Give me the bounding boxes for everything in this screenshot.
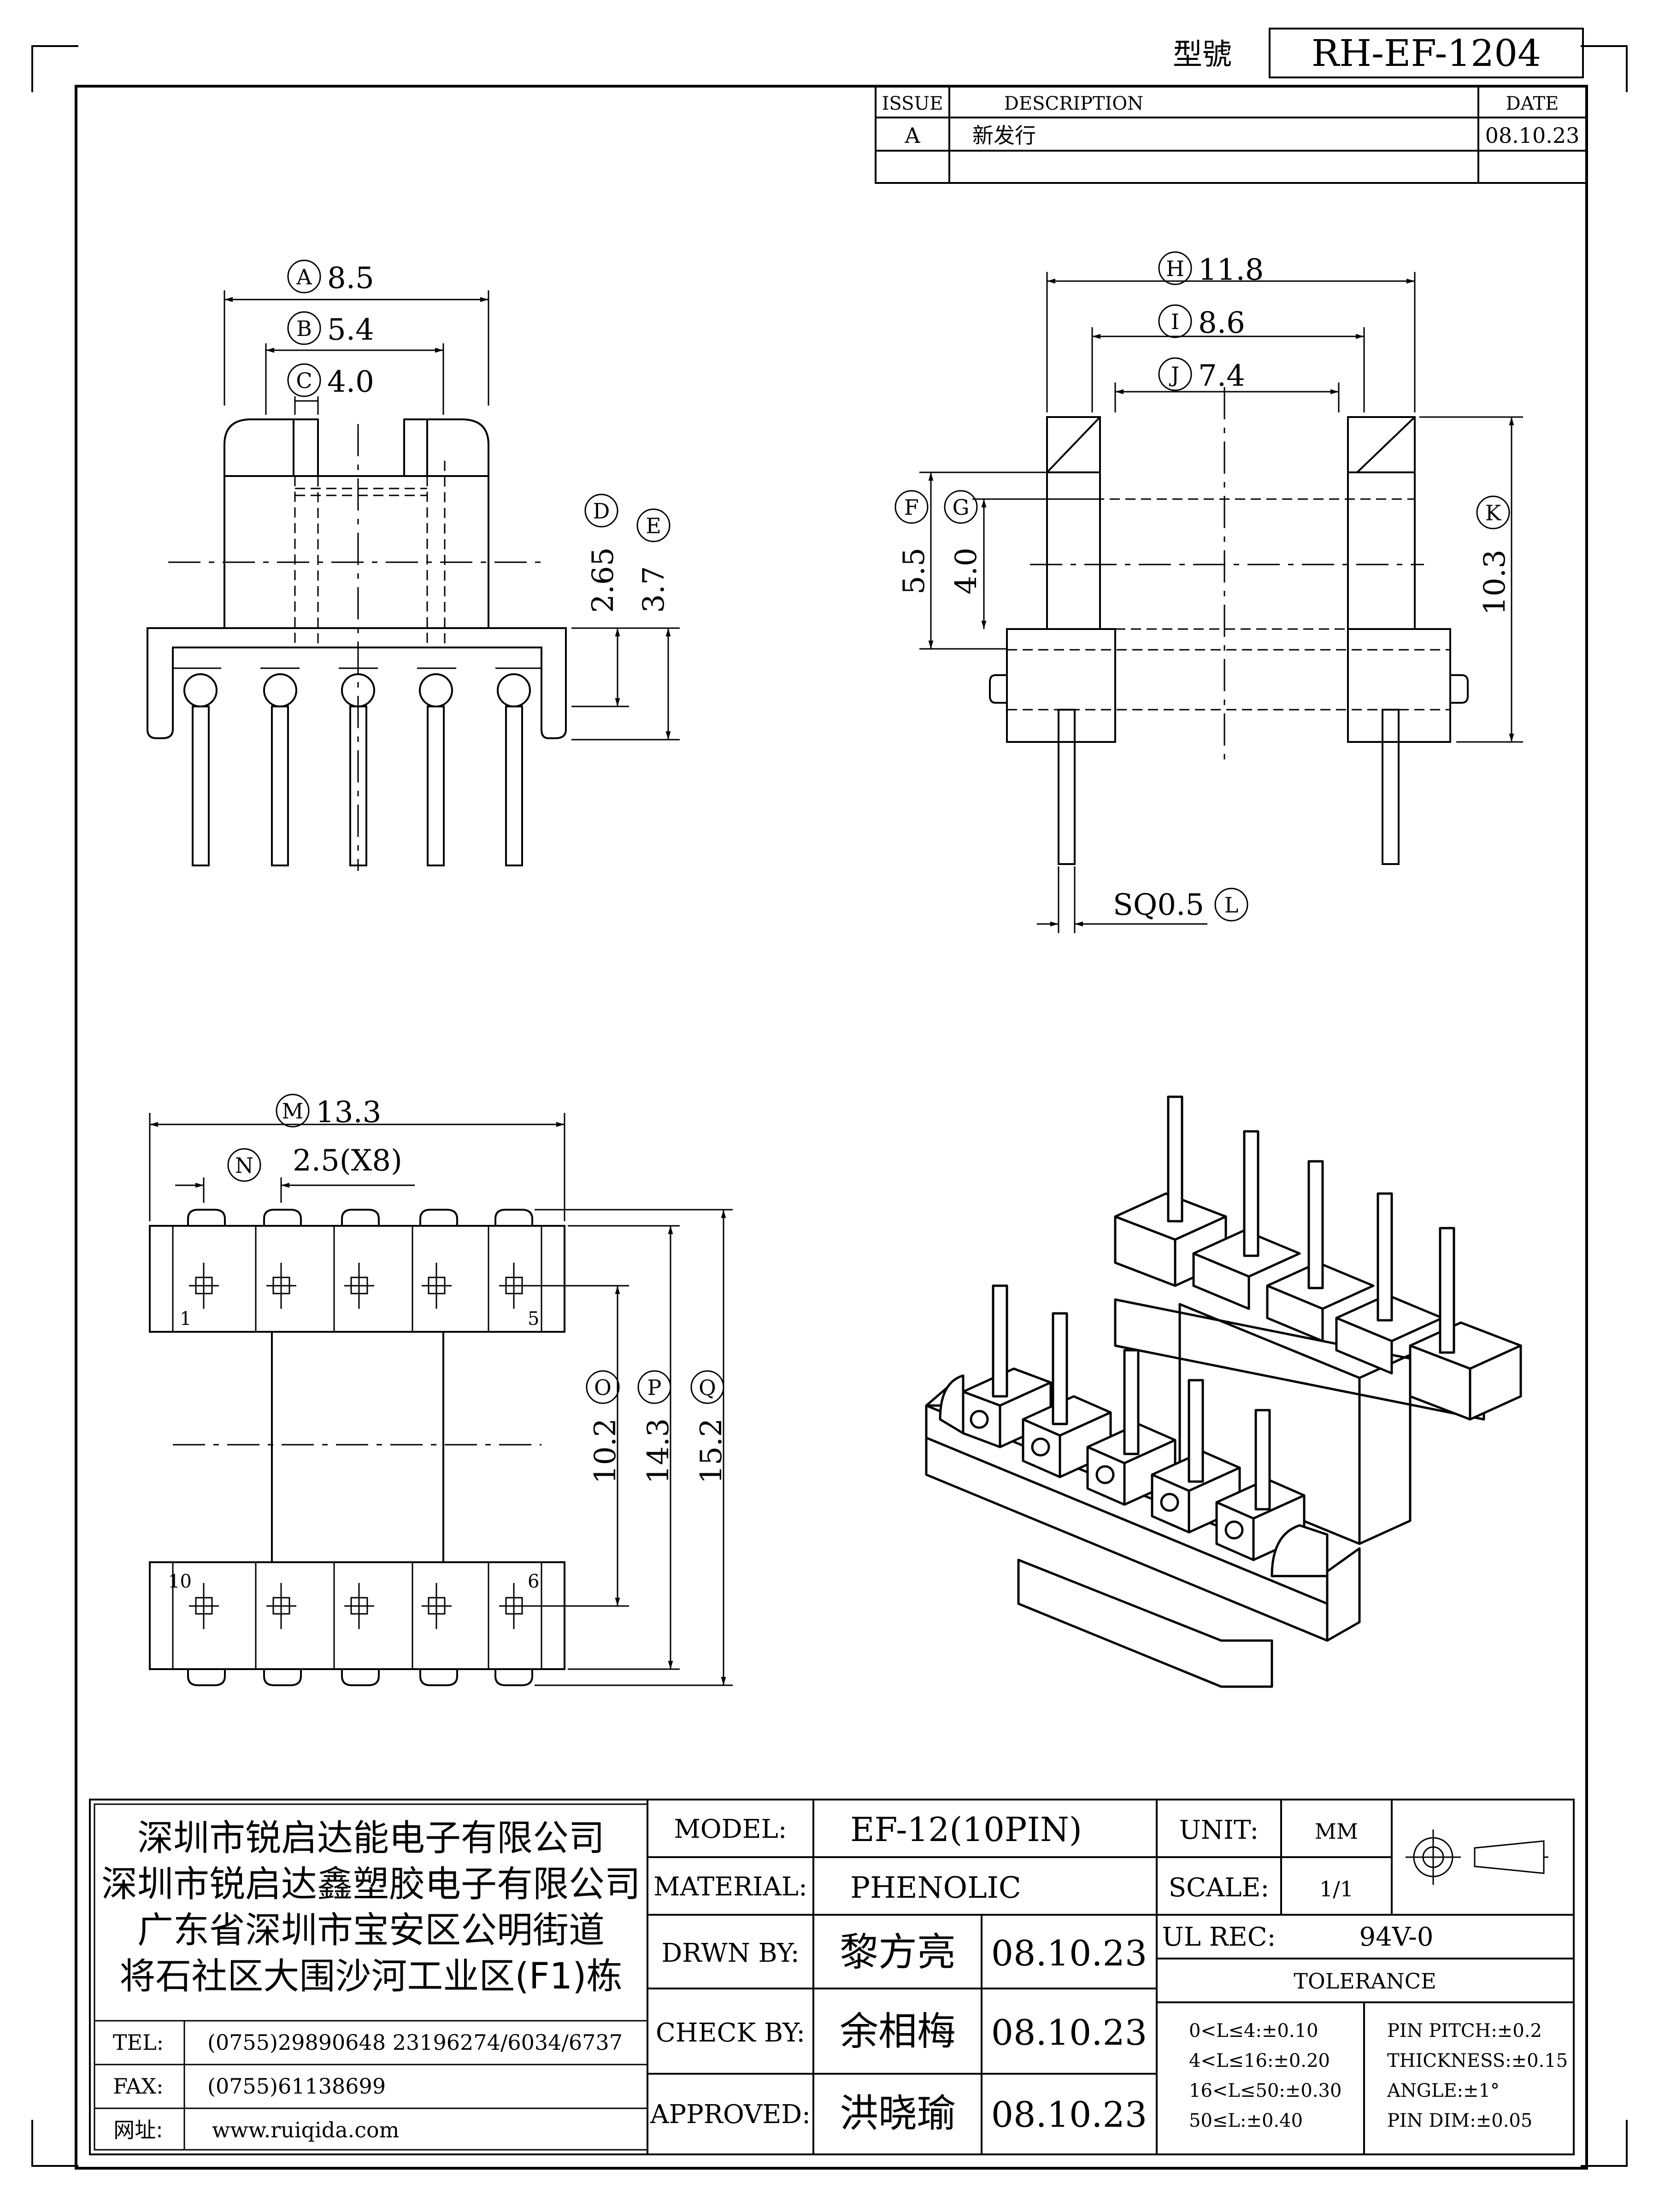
rev-date: 08.10.23 (1485, 123, 1580, 148)
tolerance-label: TOLERANCE (1294, 1969, 1436, 1994)
company-line-3: 广东省深圳市宝安区公明街道 (137, 1910, 605, 1951)
side-view (919, 272, 1523, 933)
pin-label-10: 10 (168, 1571, 192, 1592)
scale-label: SCALE: (1169, 1873, 1270, 1903)
dim-m: 13.3 (316, 1095, 382, 1130)
company-line-1: 深圳市锐启达能电子有限公司 (137, 1818, 605, 1859)
web-label: 网址: (113, 2118, 163, 2142)
dim-a: 8.5 (327, 261, 374, 295)
approved-label: APPROVED: (650, 2100, 811, 2130)
svg-text:M: M (282, 1099, 303, 1124)
material-value: PHENOLIC (850, 1871, 1021, 1905)
dim-i: 8.6 (1198, 306, 1245, 340)
title-block: 深圳市锐启达能电子有限公司 深圳市锐启达鑫塑胶电子有限公司 广东省深圳市宝安区公… (89, 1799, 1575, 2155)
approved-by: 洪晓瑜 (840, 2091, 956, 2136)
pin-label-6: 6 (528, 1571, 539, 1592)
ul-label: UL REC: (1162, 1922, 1276, 1952)
svg-text:N: N (235, 1153, 253, 1178)
bottom-view (149, 1113, 733, 1686)
drawn-by: 黎方亮 (840, 1930, 956, 1975)
tol-left-4: 50≤L:±0.40 (1189, 2110, 1303, 2131)
ul-value: 94V-0 (1359, 1922, 1433, 1952)
web-value: www.ruiqida.com (212, 2118, 399, 2142)
tol-left-1: 0<L≤4:±0.10 (1189, 2020, 1318, 2041)
tol-left-3: 16<L≤50:±0.30 (1189, 2080, 1341, 2101)
col-date: DATE (1506, 93, 1559, 114)
projection-symbol-icon (1406, 1830, 1548, 1885)
pin-label-5: 5 (528, 1308, 539, 1330)
svg-text:P: P (647, 1375, 662, 1400)
approved-date: 08.10.23 (991, 2094, 1147, 2135)
revision-table: ISSUE DESCRIPTION DATE A 新发行 08.10.23 (875, 85, 1588, 184)
svg-text:F: F (904, 495, 919, 520)
drawn-label: DRWN BY: (661, 1938, 799, 1968)
unit-label: UNIT: (1179, 1815, 1259, 1845)
check-by: 余相梅 (840, 2009, 956, 2054)
rev-issue: A (904, 123, 920, 148)
svg-text:B: B (296, 316, 312, 341)
tel-value: (0755)29890648 23196274/6034/6737 (207, 2030, 623, 2055)
front-view (147, 290, 680, 871)
bottom-view-labels: M 13.3 N 2.5(X8) O 10.2 P 14.3 Q 15.2 1 … (168, 1094, 729, 1592)
dim-n: 2.5(X8) (293, 1144, 402, 1178)
sheet-border (31, 45, 1628, 2170)
svg-text:I: I (1171, 309, 1179, 334)
svg-text:A: A (296, 265, 312, 289)
fax-value: (0755)61138699 (207, 2074, 386, 2099)
check-date: 08.10.23 (991, 2012, 1147, 2053)
svg-text:D: D (593, 499, 610, 524)
col-issue: ISSUE (882, 93, 943, 114)
svg-text:K: K (1485, 500, 1502, 525)
part-number: RH-EF-1204 (1312, 32, 1541, 75)
dim-p: 14.3 (641, 1418, 676, 1484)
pin-label-1: 1 (180, 1308, 191, 1330)
scale-value: 1/1 (1319, 1877, 1353, 1901)
front-view-labels: A 8.5 B 5.4 C 4.0 D 2.65 E 3.7 (287, 259, 671, 613)
dim-o: 10.2 (588, 1418, 623, 1484)
tol-right-3: ANGLE:±1° (1387, 2080, 1500, 2101)
dim-b: 5.4 (327, 313, 374, 347)
dim-c: 4.0 (327, 365, 374, 399)
dim-k: 10.3 (1478, 550, 1512, 616)
isometric-view (925, 1095, 1522, 1688)
model-label-tb: MODEL: (674, 1814, 787, 1844)
model-value: EF-12(10PIN) (850, 1810, 1082, 1849)
fax-label: FAX: (113, 2074, 163, 2099)
svg-text:G: G (953, 495, 970, 520)
check-label: CHECK BY: (656, 2018, 805, 2048)
company-line-2: 深圳市锐启达鑫塑胶电子有限公司 (101, 1864, 641, 1905)
dim-d: 2.65 (586, 547, 620, 613)
material-label: MATERIAL: (653, 1872, 807, 1902)
tol-left-2: 4<L≤16:±0.20 (1189, 2050, 1330, 2071)
dim-g: 4.0 (949, 547, 983, 594)
drawn-date: 08.10.23 (991, 1933, 1147, 1974)
side-view-labels: H 11.8 I 8.6 J 7.4 F 5.5 G 4.0 K 10.3 SQ… (894, 251, 1512, 922)
svg-text:J: J (1169, 362, 1179, 387)
dim-q: 15.2 (694, 1418, 729, 1484)
svg-text:C: C (296, 368, 312, 393)
svg-text:H: H (1166, 256, 1184, 281)
svg-text:Q: Q (699, 1375, 716, 1400)
svg-text:O: O (594, 1375, 612, 1400)
dim-e: 3.7 (637, 566, 671, 613)
model-label: 型號 (1173, 38, 1232, 72)
dim-f: 5.5 (897, 547, 931, 594)
dim-l: SQ0.5 (1113, 888, 1204, 922)
tol-right-1: PIN PITCH:±0.2 (1387, 2020, 1542, 2041)
company-line-4: 将石社区大围沙河工业区(F1)栋 (119, 1956, 622, 1997)
svg-text:E: E (646, 513, 661, 538)
tol-right-4: PIN DIM:±0.05 (1387, 2110, 1532, 2131)
dim-j: 7.4 (1198, 359, 1245, 393)
dim-h: 11.8 (1198, 253, 1264, 287)
col-description: DESCRIPTION (1004, 93, 1143, 114)
part-number-header: 型號 RH-EF-1204 (1173, 28, 1584, 78)
tel-label: TEL: (113, 2030, 164, 2055)
rev-description: 新发行 (972, 123, 1036, 148)
tol-right-2: THICKNESS:±0.15 (1387, 2050, 1568, 2071)
unit-value: MM (1315, 1819, 1358, 1844)
svg-text:L: L (1224, 893, 1239, 918)
